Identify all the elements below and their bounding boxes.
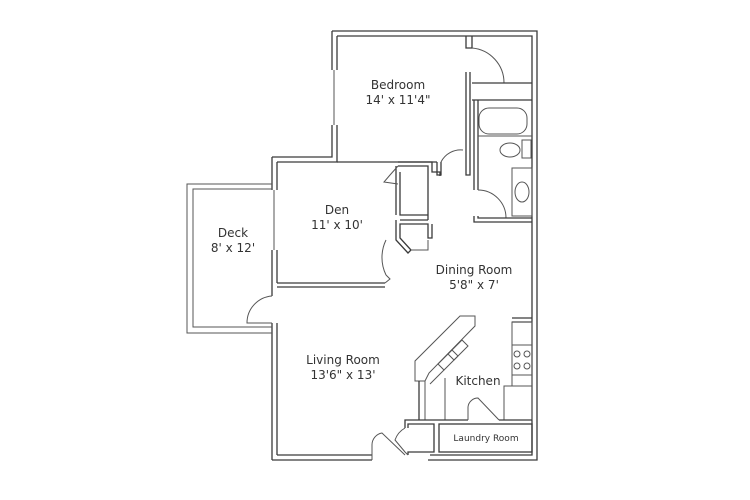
hall-walls — [337, 36, 532, 223]
room-name: Den — [324, 203, 350, 217]
room-label-kitchen: Kitchen — [455, 374, 500, 389]
room-name: Deck — [217, 226, 249, 240]
den-closets — [383, 161, 441, 254]
room-dims: 8' x 12' — [210, 241, 256, 255]
room-label-dining: Dining Room 5'8" x 7' — [436, 263, 513, 293]
room-label-bedroom: Bedroom 14' x 11'4" — [365, 78, 430, 108]
room-label-living: Living Room 13'6" x 13' — [306, 353, 380, 383]
room-label-den: Den 11' x 10' — [311, 203, 363, 233]
room-label-deck: Deck 8' x 12' — [211, 226, 255, 256]
room-name: Living Room — [306, 353, 380, 367]
room-name: Laundry Room — [453, 434, 519, 444]
room-dims: 5'8" x 7' — [449, 278, 499, 292]
laundry-area — [371, 419, 533, 460]
room-name: Kitchen — [455, 374, 501, 388]
room-label-laundry: Laundry Room — [453, 432, 518, 447]
deck-outline — [186, 183, 272, 334]
deck-door — [246, 295, 273, 324]
den-walls — [277, 239, 391, 288]
room-dims: 14' x 11'4" — [365, 93, 431, 107]
bathroom-fixtures — [478, 107, 533, 217]
room-dims: 11' x 10' — [311, 218, 363, 232]
room-dims: 13'6" x 13' — [310, 368, 376, 382]
kitchen-fixtures — [414, 315, 533, 421]
outer-walls — [271, 30, 538, 461]
room-name: Dining Room — [435, 263, 513, 277]
room-name: Bedroom — [370, 78, 426, 92]
